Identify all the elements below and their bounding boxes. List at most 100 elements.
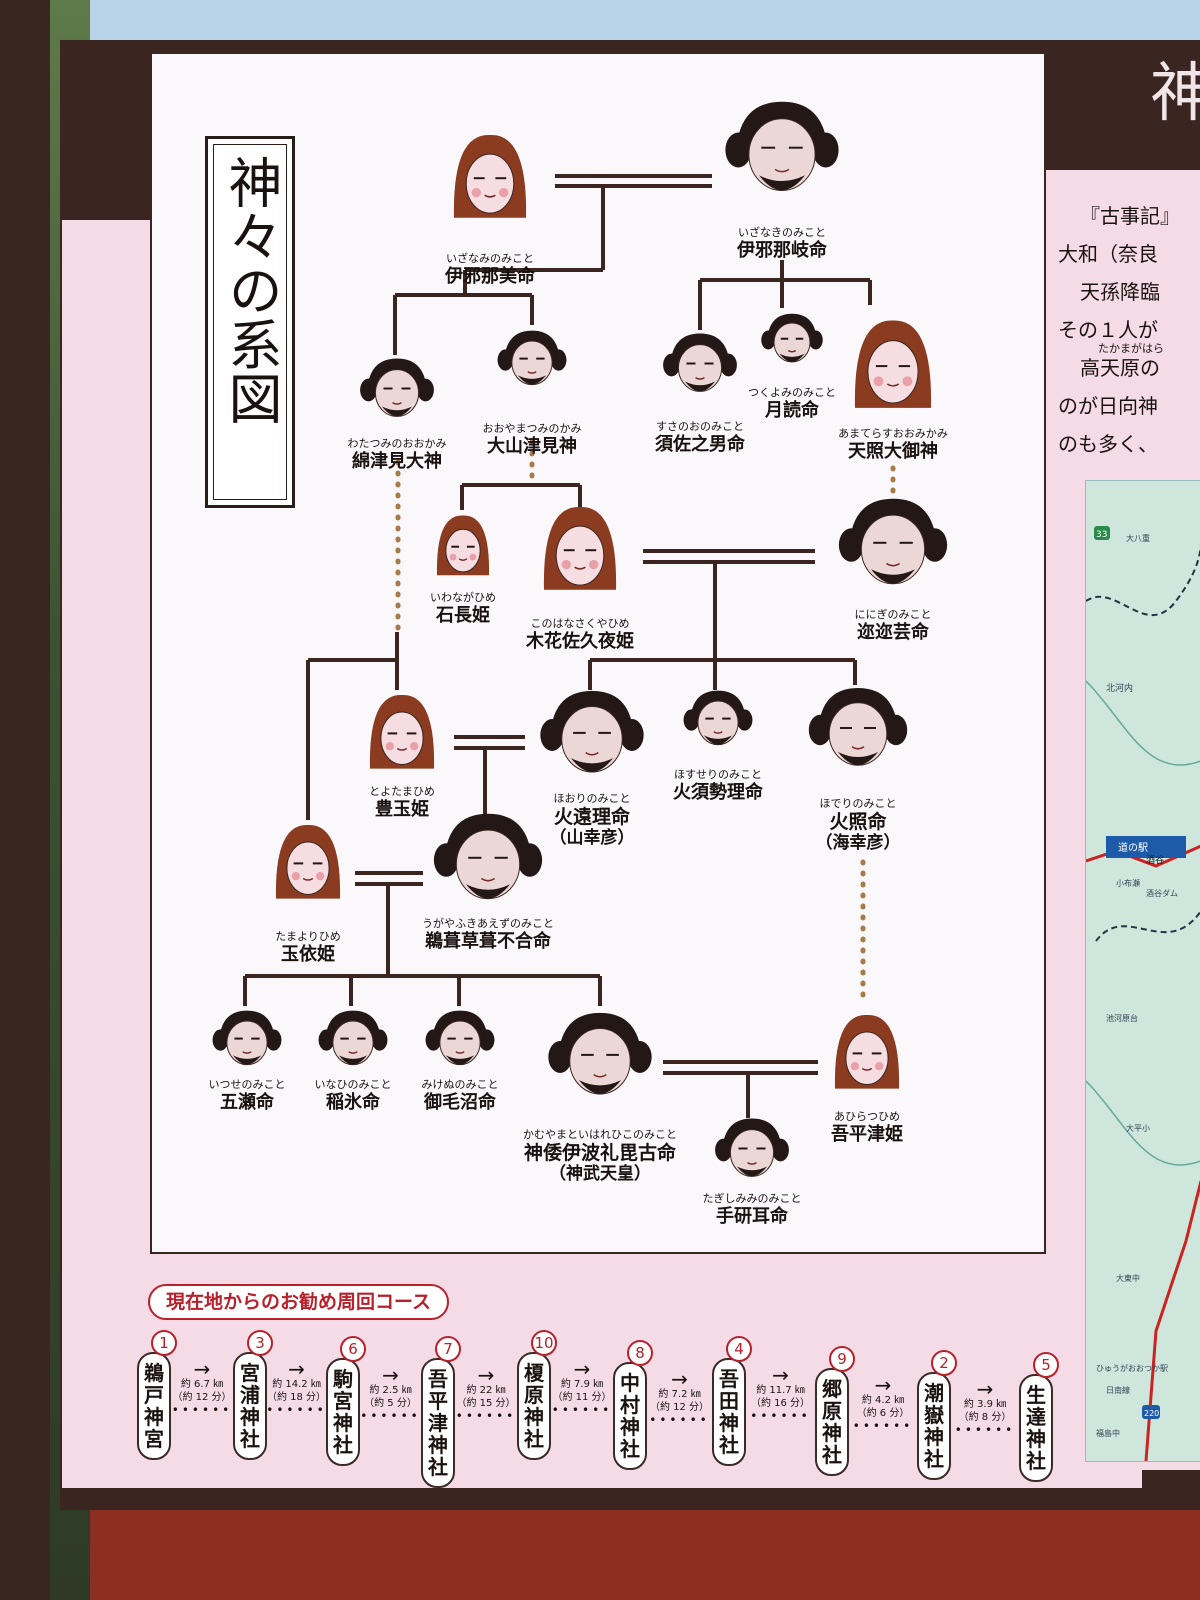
hair-bun-shape xyxy=(318,1029,335,1051)
segment-time: （約 8 分） xyxy=(958,1412,1012,1423)
konohana-label: このはなさくやひめ木花佐久夜姫 xyxy=(526,617,634,653)
deity-faces xyxy=(212,101,948,1177)
dotted-separator: •••••• xyxy=(171,1403,233,1417)
arrow-icon: → xyxy=(382,1363,399,1387)
course-segment: →約 7.9 ㎞（約 11 分）•••••• xyxy=(544,1357,620,1416)
itsuse-face xyxy=(212,1010,282,1066)
face-shape xyxy=(677,344,723,392)
hosuseri-face xyxy=(683,690,753,746)
deity-ruby: とよたまひめ xyxy=(369,785,435,798)
face-shape xyxy=(465,153,515,214)
mouth-shape xyxy=(774,168,790,173)
cheek-shape xyxy=(902,376,913,387)
face-shape xyxy=(845,1031,889,1085)
segment-time: （約 12 分） xyxy=(649,1402,710,1413)
mouth-shape xyxy=(747,1161,757,1165)
deity-name: 火須勢理命 xyxy=(673,782,763,803)
deity-name: 迩迩芸命 xyxy=(857,622,929,643)
hair-bun-shape xyxy=(628,1041,652,1073)
beard-shape xyxy=(759,175,805,191)
course-stop-number: 3 xyxy=(247,1330,273,1356)
deity-ruby: いわながひめ xyxy=(430,591,496,604)
beard-shape xyxy=(233,1055,261,1065)
face-shape xyxy=(729,1129,775,1177)
course-stop-number: 10 xyxy=(531,1330,557,1356)
wooden-post xyxy=(0,0,50,1600)
deity-ruby: かむやまといはれひこのみこと xyxy=(523,1128,677,1141)
right-text-line: 高天原の xyxy=(1080,356,1160,380)
deity-name: 天照大御神 xyxy=(848,441,938,462)
map-label: 酒谷ダム xyxy=(1146,888,1178,898)
deity-name: 豊玉姫 xyxy=(374,799,429,820)
face-shape xyxy=(860,514,926,585)
ugaya-label: うがやふきあえずのみこと鵜葺草葺不合命 xyxy=(422,917,554,953)
ninigi-face xyxy=(838,498,948,585)
segment-distance: 約 6.7 ㎞ xyxy=(180,1379,224,1390)
hair-bun-shape xyxy=(360,378,377,402)
dotted-separator: •••••• xyxy=(266,1403,327,1417)
hair-bun-shape xyxy=(884,714,908,746)
tamayori-face xyxy=(275,824,341,899)
beard-shape xyxy=(579,1080,621,1094)
course-stop-number: 6 xyxy=(340,1336,366,1362)
right-edge-glyph: 神 xyxy=(1150,57,1200,131)
ooyamatsumi-face xyxy=(497,330,567,386)
segment-distance: 約 7.9 ㎞ xyxy=(560,1379,604,1390)
hair-bun-shape xyxy=(808,714,832,746)
hoori-face xyxy=(540,690,644,773)
segment-distance: 約 2.5 ㎞ xyxy=(369,1385,412,1396)
mouth-shape xyxy=(787,349,797,353)
hair-bun-shape xyxy=(433,843,459,877)
tsukuyomi-label: つくよみのみこと月読命 xyxy=(748,386,836,422)
course-stop: 吾田神社 xyxy=(712,1358,746,1466)
amaterasu-label: あまてらすおおみかみ天照大御神 xyxy=(838,427,948,463)
hair-bun-shape xyxy=(761,330,776,350)
beard-shape xyxy=(466,884,510,899)
deity-name: 五瀬命 xyxy=(220,1092,274,1113)
hair-bun-shape xyxy=(550,349,567,371)
deity-ruby: ほすせりのみこと xyxy=(674,768,762,781)
hair-bun-shape xyxy=(922,528,948,562)
arrow-icon: → xyxy=(573,1357,591,1381)
beard-shape xyxy=(685,381,715,392)
toyotama-label: とよたまひめ豊玉姫 xyxy=(369,785,435,821)
course-stop: 鵜戸神宮 xyxy=(137,1352,171,1460)
deity-ruby: いつせのみこと xyxy=(208,1078,286,1091)
map-label: 福島中 xyxy=(1096,1428,1120,1438)
cheek-shape xyxy=(850,1062,860,1071)
mouth-shape xyxy=(348,1051,358,1054)
map-route-number: 220 xyxy=(1144,1409,1159,1418)
cheek-shape xyxy=(875,1062,884,1071)
face-shape xyxy=(374,369,420,417)
deity-ruby: たまよりひめ xyxy=(275,930,341,943)
hair-bun-shape xyxy=(808,330,823,350)
course-segment: →約 3.9 ㎞（約 8 分）•••••• xyxy=(947,1379,1023,1436)
itsuse-label: いつせのみこと五瀬命 xyxy=(209,1078,286,1114)
face-shape xyxy=(439,1020,481,1066)
tsukuyomi-face xyxy=(761,313,823,363)
hoderi-face xyxy=(808,688,908,766)
arrow-icon: → xyxy=(288,1357,305,1381)
deity-name: 大山津見神 xyxy=(487,436,577,457)
mouth-shape xyxy=(885,562,901,567)
cheek-shape xyxy=(471,187,481,198)
deity-name: 手研耳命 xyxy=(716,1206,788,1227)
dotted-separator: •••••• xyxy=(750,1409,811,1423)
map-label: ひゅうがおおつか駅 xyxy=(1096,1363,1168,1373)
deity-ruby: ほでりのみこと xyxy=(819,797,897,810)
cheek-shape xyxy=(873,376,884,387)
kamuyamato-label: かむやまといはれひこのみこと神倭伊波礼毘古命（神武天皇） xyxy=(523,1128,677,1185)
segment-time: （約 11 分） xyxy=(552,1392,612,1403)
ahiratsu-face xyxy=(834,1014,900,1089)
amaterasu-face xyxy=(854,320,932,408)
arrow-icon: → xyxy=(671,1367,688,1391)
mouth-shape xyxy=(484,194,496,198)
beard-shape xyxy=(779,353,805,362)
face-shape xyxy=(569,1027,631,1095)
beard-shape xyxy=(446,1055,474,1065)
konohana-face xyxy=(543,506,617,590)
deity-name: 木花佐久夜姫 xyxy=(526,631,634,652)
face-shape xyxy=(445,528,481,573)
map-label: 大東中 xyxy=(1116,1273,1140,1283)
